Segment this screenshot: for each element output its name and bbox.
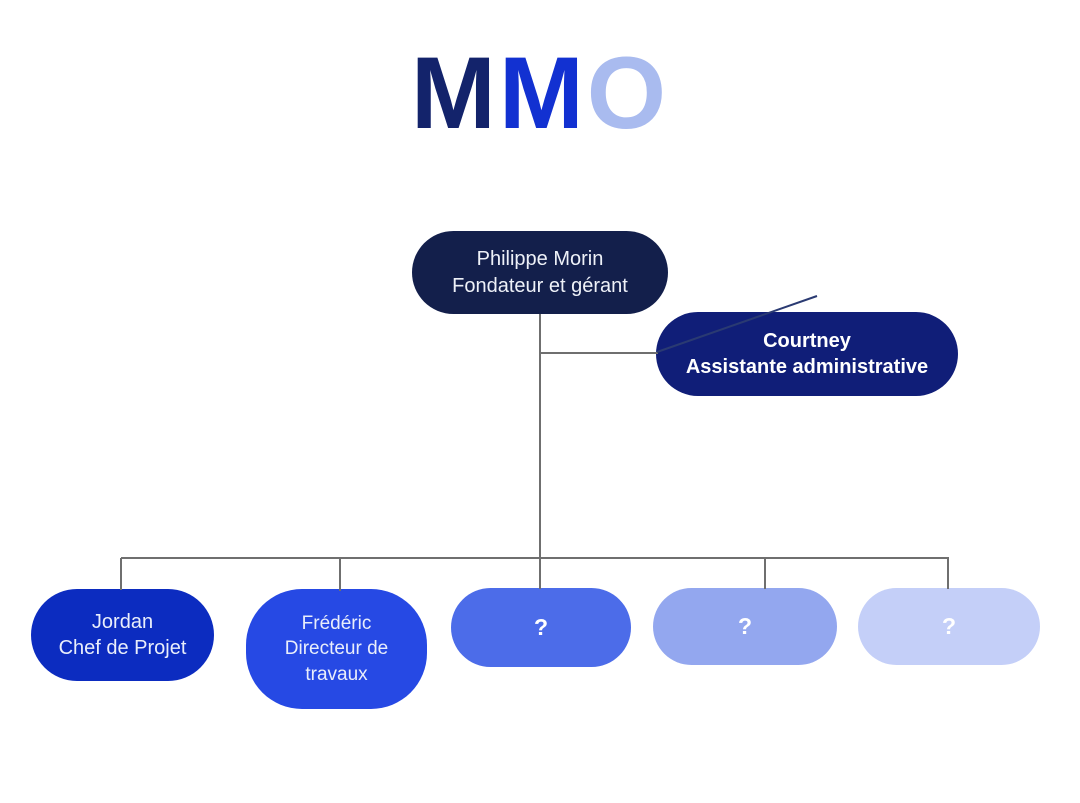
node-person-name: Courtney bbox=[763, 329, 851, 352]
node-role: Fondateur et gérant bbox=[452, 274, 628, 297]
logo-letter-3: O bbox=[586, 36, 670, 150]
org-node-assistant: Courtney Assistante administrative bbox=[656, 312, 958, 396]
company-logo: MMO bbox=[0, 39, 1080, 147]
node-placeholder: ? bbox=[941, 613, 957, 640]
org-node-works-director: Frédéric Directeur de travaux bbox=[246, 589, 427, 709]
node-role: Chef de Projet bbox=[58, 637, 187, 659]
org-node-vacant-2: ? bbox=[653, 588, 837, 665]
logo-letter-1: M bbox=[410, 36, 499, 150]
node-person-name: Philippe Morin bbox=[476, 248, 604, 271]
org-node-project-manager: Jordan Chef de Projet bbox=[31, 589, 214, 681]
logo-letter-2: M bbox=[498, 36, 587, 150]
node-person-name: Frédéric bbox=[301, 613, 372, 635]
node-role: Assistante administrative bbox=[685, 356, 929, 378]
org-node-founder: Philippe Morin Fondateur et gérant bbox=[412, 231, 668, 314]
node-placeholder: ? bbox=[737, 613, 753, 640]
org-node-vacant-1: ? bbox=[451, 588, 631, 667]
node-placeholder: ? bbox=[533, 614, 549, 641]
node-person-name: Jordan bbox=[91, 610, 154, 633]
org-node-vacant-3: ? bbox=[858, 588, 1040, 665]
node-role: Directeur de travaux bbox=[284, 638, 389, 685]
